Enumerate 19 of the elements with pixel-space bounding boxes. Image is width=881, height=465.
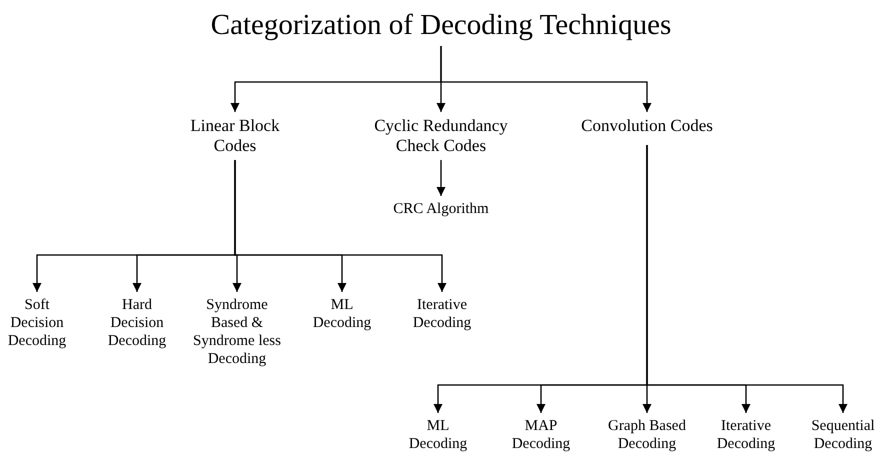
technique-label: Hard Decision Decoding xyxy=(101,296,173,350)
technique-label: Syndrome Based & Syndrome less Decoding xyxy=(187,296,287,368)
category-label: Cyclic Redundancy Check Codes xyxy=(361,116,521,157)
arrow xyxy=(436,160,446,196)
arrow xyxy=(646,145,848,413)
technique-label: ML Decoding xyxy=(403,417,473,453)
technique-label: Sequential Decoding xyxy=(808,417,878,453)
technique-label: Iterative Decoding xyxy=(710,417,782,453)
arrow xyxy=(234,160,447,292)
arrow xyxy=(440,46,652,112)
technique-label: Graph Based Decoding xyxy=(601,417,693,453)
technique-label: Iterative Decoding xyxy=(406,296,478,332)
technique-label: CRC Algorithm xyxy=(381,200,501,218)
technique-label: ML Decoding xyxy=(307,296,377,332)
category-label: Linear Block Codes xyxy=(180,116,290,157)
technique-label: MAP Decoding xyxy=(506,417,576,453)
diagram-title: Categorization of Decoding Techniques xyxy=(191,8,691,43)
technique-label: Soft Decision Decoding xyxy=(1,296,73,350)
category-label: Convolution Codes xyxy=(567,116,727,136)
